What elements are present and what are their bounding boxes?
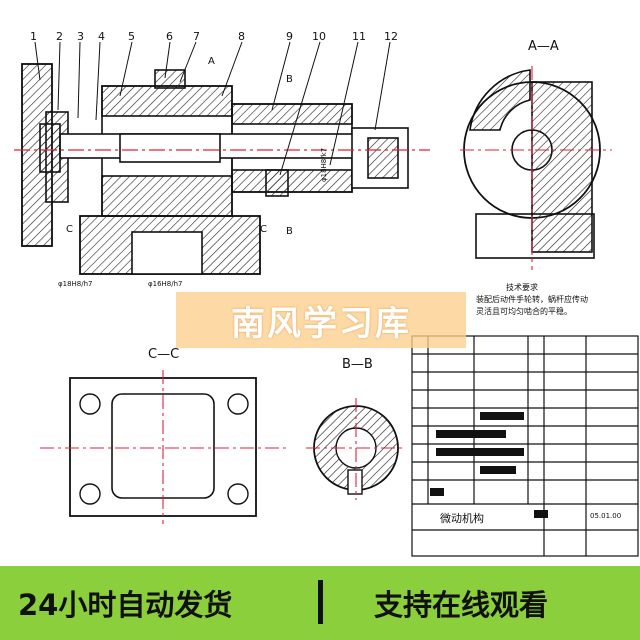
technical-requirements: 技术要求 装配后动件手轮转，蜗杆应传动 灵活且可均匀啮合的平稳。 <box>476 282 588 316</box>
section-title-bb: B—B <box>342 357 373 372</box>
part-number: 8 <box>238 30 245 43</box>
section-view-cc: C—C <box>40 347 290 524</box>
part-number-labels: 1 2 3 4 5 6 7 8 9 10 11 12 <box>30 30 398 43</box>
section-title-aa: A—A <box>528 39 559 54</box>
section-mark-c: C <box>260 224 267 235</box>
part-number: 5 <box>128 30 135 43</box>
fit-note: φ18H8/k7 <box>320 148 328 182</box>
part-number-leaders <box>34 41 391 176</box>
part-number: 12 <box>384 30 398 43</box>
fit-note: φ16H8/h7 <box>148 280 183 288</box>
part-number: 11 <box>352 30 366 43</box>
part-number: 7 <box>193 30 200 43</box>
fit-note: φ18H8/h7 <box>58 280 93 288</box>
section-mark-b: B <box>286 226 293 237</box>
section-marks: A B B C C <box>66 56 293 237</box>
section-view-aa: A—A <box>460 39 612 270</box>
tech-req-title: 技术要求 <box>506 282 538 292</box>
tech-req-line: 装配后动件手轮转，蜗杆应传动 <box>476 294 588 304</box>
title-block-fills <box>430 412 548 518</box>
section-mark-c: C <box>66 224 73 235</box>
banner-left-text: 24小时自动发货 <box>18 588 233 622</box>
part-number: 10 <box>312 30 326 43</box>
title-block <box>411 335 639 557</box>
part-number: 1 <box>30 30 37 43</box>
banner-right-text: 支持在线观看 <box>374 588 549 622</box>
watermark: 南风学习库 <box>176 292 466 348</box>
tech-req-line: 灵活且可均匀啮合的平稳。 <box>476 306 572 316</box>
part-number: 2 <box>56 30 63 43</box>
drawing-number: 05.01.00 <box>590 512 621 520</box>
section-view-bb: B—B <box>306 357 406 500</box>
promo-banner: 24小时自动发货 支持在线观看 <box>0 566 640 640</box>
section-title-cc: C—C <box>148 347 179 362</box>
engineering-drawing: 1 2 3 4 5 6 7 8 9 10 11 12 A B B C C φ18… <box>14 30 639 557</box>
section-mark-b: B <box>286 74 293 85</box>
part-number: 9 <box>286 30 293 43</box>
part-number: 6 <box>166 30 173 43</box>
section-mark-a: A <box>208 56 215 67</box>
main-assembly-view <box>21 63 409 275</box>
banner-divider <box>318 580 323 624</box>
part-number: 3 <box>77 30 84 43</box>
drawing-title: 微动机构 <box>440 511 484 525</box>
part-number: 4 <box>98 30 105 43</box>
